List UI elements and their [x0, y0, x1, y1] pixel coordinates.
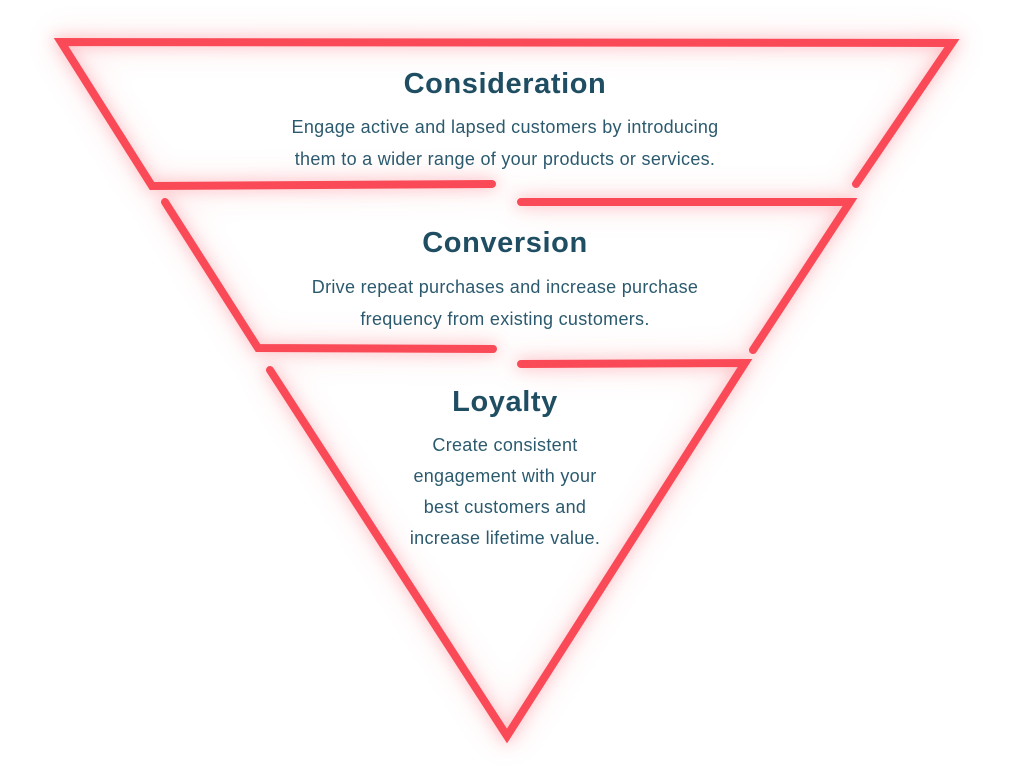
description-line: Drive repeat purchases and increase purc…	[311, 277, 699, 297]
description-line: frequency from existing customers.	[360, 309, 650, 329]
description-line: them to a wider range of your products o…	[294, 149, 716, 169]
tier-consideration-heading: Consideration	[403, 68, 607, 100]
description-line: engagement with your	[413, 466, 597, 486]
description-line: Create consistent	[432, 435, 578, 455]
tier-loyalty-outline	[266, 358, 753, 744]
tier-consideration-outline	[53, 37, 960, 191]
description-line: Engage active and lapsed customers by in…	[291, 117, 719, 137]
tier-conversion-outline-left	[161, 198, 497, 353]
tier-loyalty-description: Create consistent engagement with your b…	[0, 430, 1024, 554]
tier-conversion-description: Drive repeat purchases and increase purc…	[0, 271, 1024, 335]
tier-consideration-description: Engage active and lapsed customers by in…	[0, 111, 1024, 175]
description-line: increase lifetime value.	[409, 528, 601, 548]
tier-conversion-outline-right	[517, 198, 858, 354]
tier-loyalty-heading: Loyalty	[452, 386, 558, 418]
tier-conversion-heading: Conversion	[422, 227, 588, 259]
description-line: best customers and	[423, 497, 587, 517]
